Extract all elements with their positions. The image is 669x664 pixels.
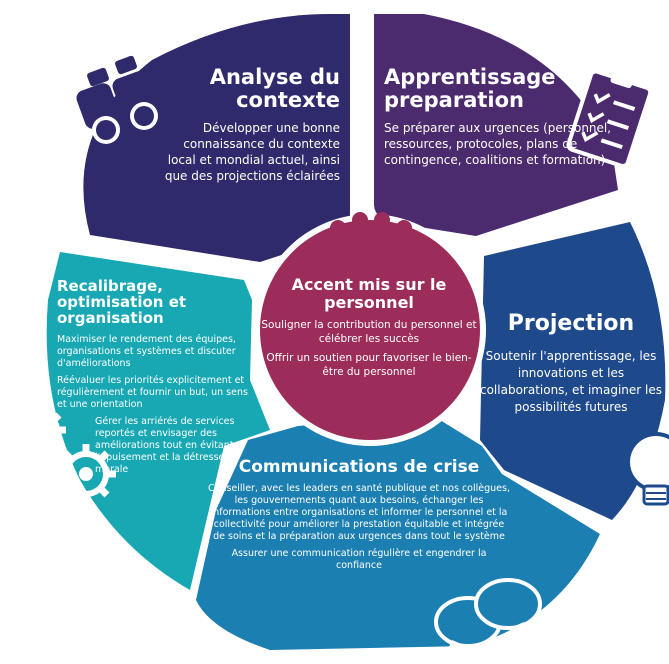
- segment-body: Assurer une communication régulière et e…: [231, 548, 487, 571]
- segment-body: Développer une bonne connaissance du con…: [164, 121, 340, 183]
- segment-body: Offrir un soutien pour favoriser le bien…: [266, 352, 472, 378]
- binoculars-icon: [76, 55, 158, 144]
- segment-title: Apprentissage et preparation: [384, 65, 588, 112]
- segment-analyse: [83, 14, 351, 262]
- segment-body: Conseiller, avec les leaders en santé pu…: [208, 483, 510, 542]
- segment-title: Communications de crise: [238, 457, 480, 477]
- segment-title: Analyse du contexte: [209, 65, 340, 112]
- segment-body: Gérer les arriérés de services reportés …: [95, 416, 235, 475]
- lightbulb-icon: [626, 432, 669, 506]
- segment-projection: [480, 222, 666, 520]
- segment-recalibrage-text: Recalibrage, optimisation et organisatio…: [57, 278, 257, 481]
- segment-body: Réévaluer les priorités explicitement et…: [57, 375, 248, 410]
- segment-body: Se préparer aux urgences (personnel, res…: [384, 121, 612, 167]
- segment-apprentissage: [374, 14, 618, 236]
- segment-apprentissage-text: Apprentissage et preparation Se préparer…: [384, 66, 614, 173]
- segment-title: Recalibrage, optimisation et organisatio…: [57, 277, 187, 327]
- segment-communications-text: Communications de crise Conseiller, avec…: [208, 458, 510, 577]
- people-icon: [324, 212, 418, 254]
- segment-recalibrage: [46, 252, 270, 590]
- gears-icon: [22, 408, 116, 504]
- segment-accent-text: Accent mis sur le personnel Souligner la…: [260, 276, 478, 384]
- clipboard-checklist-icon: [566, 69, 653, 169]
- segment-projection-text: Projection Soutenir l'apprentissage, les…: [476, 312, 666, 421]
- segment-body: Souligner la contribution du personnel e…: [261, 319, 477, 345]
- segment-title: Accent mis sur le personnel: [291, 275, 447, 312]
- speech-bubbles-icon: [434, 578, 542, 658]
- segment-body: Maximiser le rendement des équipes, orga…: [57, 334, 236, 369]
- segment-title: Projection: [507, 311, 635, 336]
- segment-body: Soutenir l'apprentissage, les innovation…: [479, 349, 662, 414]
- segment-analyse-text: Analyse du contexte Développer une bonne…: [158, 66, 340, 189]
- center-circle: [260, 220, 480, 440]
